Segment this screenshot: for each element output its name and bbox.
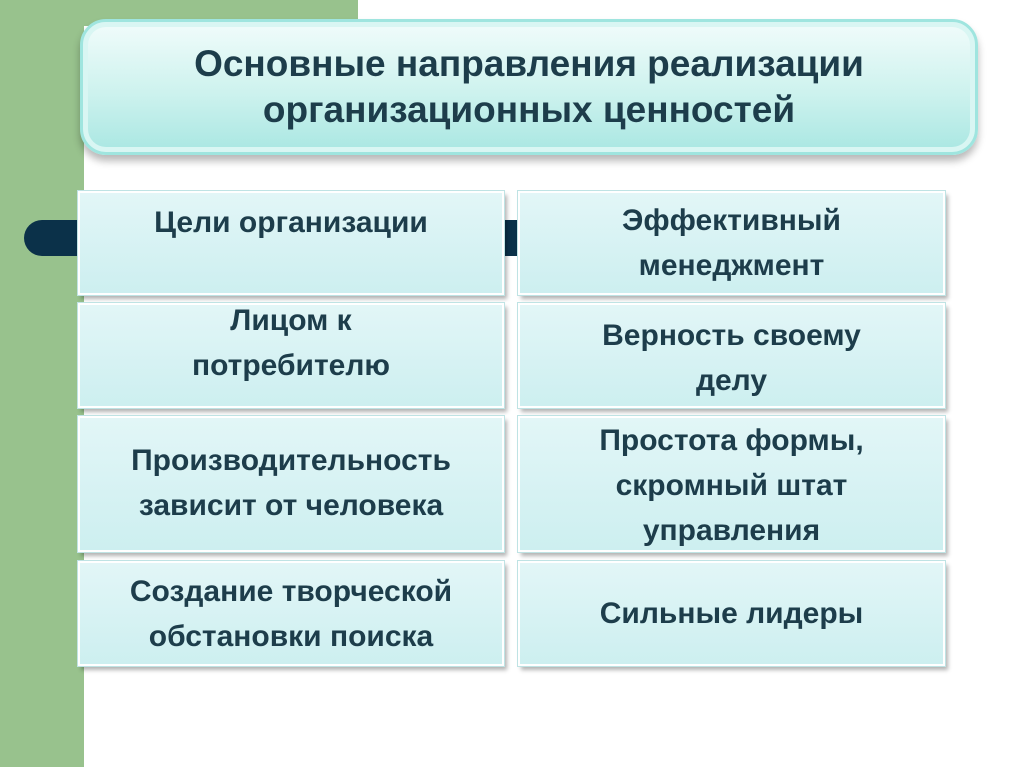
title-box: Основные направления реализации организа… (80, 19, 978, 155)
card-right-3-line-3: управления (642, 514, 821, 547)
page-title: Основные направления реализации организа… (194, 41, 864, 133)
card-right-4: Сильные лидеры (517, 560, 946, 667)
card-right-1-line-1: Эффективный (622, 204, 841, 237)
title-line-2: организационных ценностей (262, 89, 796, 130)
card-left-4: Создание творческой обстановки поиска (77, 560, 505, 667)
card-left-3: Производительность зависит от человека (77, 415, 505, 553)
card-right-3-line-2: скромный штат (615, 469, 848, 502)
card-right-4-line-1: Сильные лидеры (599, 597, 864, 630)
card-left-2: Лицом к потребителю (77, 302, 505, 409)
card-left-2-line-1: Лицом к (230, 304, 352, 337)
card-right-2-line-1: Верность своему (602, 319, 861, 352)
card-right-3: Простота формы, скромный штат управления (517, 415, 946, 553)
card-left-4-line-1: Создание творческой (129, 575, 453, 608)
card-right-1-line-2: менеджмент (638, 249, 825, 282)
card-left-2-line-2: потребителю (191, 349, 391, 382)
card-left-1: Цели организации (77, 190, 505, 296)
card-left-1-line-1: Цели организации (154, 206, 428, 239)
card-left-3-line-1: Производительность (131, 444, 451, 477)
card-right-2-line-2: делу (695, 364, 768, 397)
title-line-1: Основные направления реализации (194, 43, 864, 84)
card-left-4-line-2: обстановки поиска (148, 620, 434, 653)
left-green-band (0, 0, 84, 767)
card-right-3-line-1: Простота формы, (599, 424, 864, 457)
card-right-2: Верность своему делу (517, 302, 946, 409)
card-right-1: Эффективный менеджмент (517, 190, 946, 296)
card-left-3-line-2: зависит от человека (138, 489, 444, 522)
